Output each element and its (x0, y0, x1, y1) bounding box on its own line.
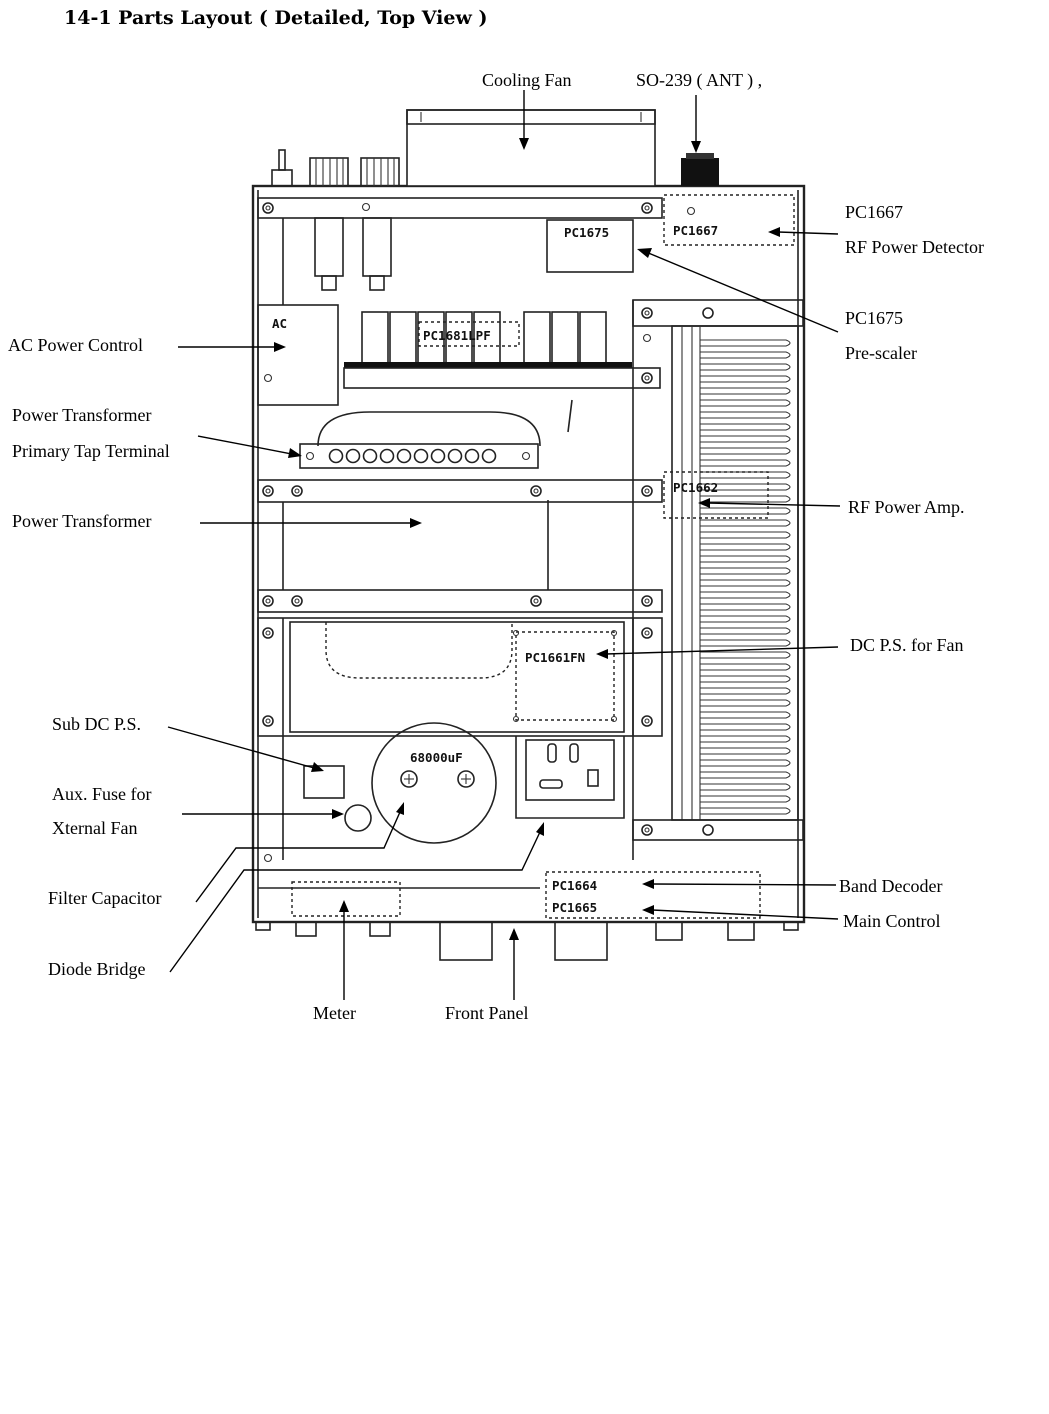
label-power-transformer: Power Transformer (12, 511, 152, 531)
label-cooling-fan: Cooling Fan (482, 70, 572, 90)
tap-screw (362, 448, 378, 464)
lpf-relays (344, 311, 632, 368)
ac-board-label: AC (272, 316, 287, 331)
cooling-fan-housing (406, 109, 656, 187)
label-pre-scaler: Pre-scaler (845, 343, 917, 363)
label-so239: SO-239 ( ANT ) , (636, 70, 762, 91)
pc1665-board-label: PC1665 (552, 900, 597, 915)
diode-bridge (515, 736, 625, 819)
sub-dc-ps-board (303, 765, 345, 799)
pc1664-board-label: PC1664 (552, 878, 597, 893)
label-sub-dc-ps: Sub DC P.S. (52, 714, 141, 734)
tap-screw (396, 448, 412, 464)
meter-outline (291, 881, 401, 917)
label-xternal-fan: Xternal Fan (52, 818, 137, 838)
tap-screw (328, 448, 344, 464)
primary-tap-terminal (299, 443, 539, 469)
filter-capacitor: 68000uF (371, 722, 497, 844)
label-ac-power-control: AC Power Control (8, 335, 143, 355)
ac-power-control-board (257, 304, 339, 406)
label-pc1667: PC1667 (845, 202, 903, 222)
pc1675-board (546, 219, 634, 273)
label-main-control: Main Control (843, 911, 941, 931)
pc1681lpf-board (418, 321, 520, 347)
pc1667-board-label: PC1667 (673, 223, 718, 238)
pc1661fn-board (515, 631, 615, 721)
leader-arrows (167, 90, 841, 1000)
front-panel-knobs (255, 921, 799, 961)
label-dc-ps-fan: DC P.S. for Fan (850, 635, 964, 655)
tap-screw (345, 448, 361, 464)
rear-connectors (271, 149, 400, 187)
pc1662-board-label: PC1662 (673, 480, 718, 495)
heatsink (632, 299, 804, 841)
label-band-decoder: Band Decoder (839, 876, 942, 896)
tap-screw (464, 448, 480, 464)
pc1661fn-board-label: PC1661FN (525, 650, 585, 665)
pc1681lpf-board-label: PC1681LPF (423, 328, 491, 343)
so239-connector (681, 153, 719, 186)
page-title: 14-1 Parts Layout ( Detailed, Top View ) (64, 7, 487, 29)
label-meter: Meter (313, 1003, 356, 1023)
tap-screw (447, 448, 463, 464)
tap-screw (379, 448, 395, 464)
label-rf-power-detector: RF Power Detector (845, 237, 984, 257)
pc1664-pc1665-board (545, 871, 761, 919)
label-rf-power-amp: RF Power Amp. (848, 497, 965, 517)
label-diode-bridge: Diode Bridge (48, 959, 145, 979)
aux-fuse (344, 804, 372, 832)
pc1662-board (663, 471, 769, 519)
capacitor-value-label: 68000uF (410, 750, 463, 765)
label-front-panel: Front Panel (445, 1003, 529, 1023)
label-primary-tap-terminal: Primary Tap Terminal (12, 441, 170, 461)
tap-screw (430, 448, 446, 464)
pc1675-board-label: PC1675 (564, 225, 609, 240)
label-aux-fuse-line1: Aux. Fuse for (52, 784, 152, 804)
label-power-transformer-line1: Power Transformer (12, 405, 152, 425)
label-pc1675: PC1675 (845, 308, 903, 328)
tap-screw (481, 448, 497, 464)
tap-screw (413, 448, 429, 464)
tap-terminal-screws (328, 448, 497, 464)
label-filter-capacitor: Filter Capacitor (48, 888, 161, 908)
chassis: PC1675 PC1667 AC (251, 109, 806, 961)
